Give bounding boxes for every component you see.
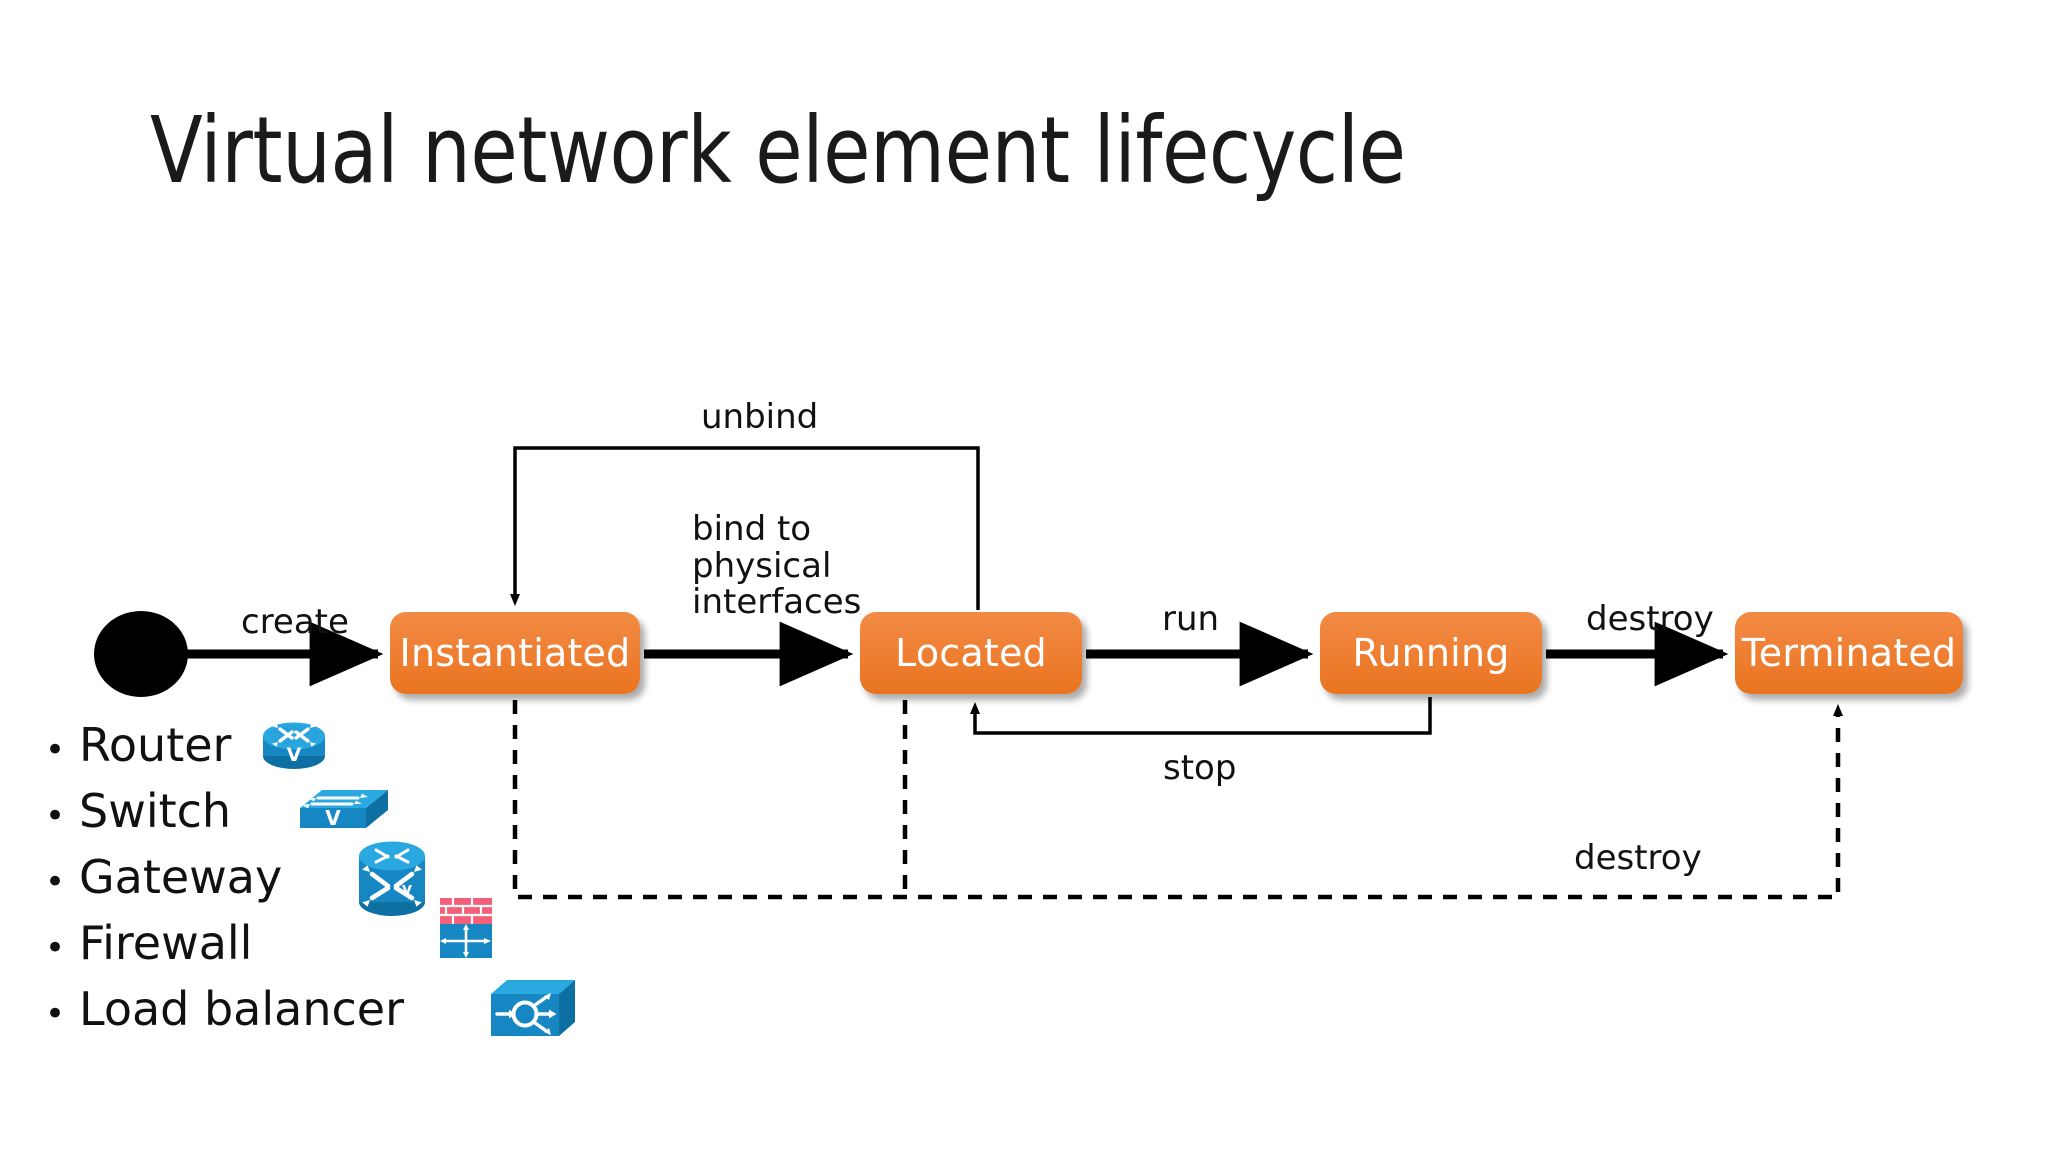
switch-icon: V	[300, 790, 388, 830]
svg-text:V: V	[325, 806, 341, 830]
firewall-icon	[440, 898, 492, 958]
state-running-label: Running	[1352, 631, 1510, 675]
bullet-label-firewall: Firewall	[79, 916, 253, 970]
edge-label-stop: stop	[1163, 748, 1237, 788]
svg-text:V: V	[287, 744, 302, 766]
router-icon: V	[263, 722, 325, 769]
page-title: Virtual network element lifecycle	[150, 97, 1406, 204]
edge-label-unbind: unbind	[701, 397, 819, 437]
list-item: • Gateway	[45, 850, 515, 916]
list-item: • Router	[45, 718, 515, 784]
list-item: • Firewall	[45, 916, 515, 982]
state-terminated-label: Terminated	[1741, 631, 1957, 675]
edge-label-destroy-top: destroy	[1586, 599, 1714, 639]
bullet-dot-icon: •	[45, 928, 66, 968]
list-item: • Switch	[45, 784, 515, 850]
list-item: • Load balancer	[45, 982, 515, 1048]
bullet-label-switch: Switch	[79, 784, 232, 838]
bullet-dot-icon: •	[45, 994, 66, 1034]
device-bullet-list: • Router • Switch • Gateway • Firewall •…	[45, 718, 515, 1048]
bullet-dot-icon: •	[45, 796, 66, 836]
state-running[interactable]: Running	[1320, 612, 1542, 694]
state-located-label: Located	[895, 631, 1047, 675]
svg-text:v: v	[402, 879, 413, 898]
edge-label-bind-line1: bind to	[692, 509, 812, 549]
bullet-label-gateway: Gateway	[79, 850, 283, 904]
state-instantiated-label: Instantiated	[399, 631, 631, 675]
bullet-dot-icon: •	[45, 862, 66, 902]
start-node	[94, 611, 188, 697]
state-located[interactable]: Located	[860, 612, 1082, 694]
bullet-dot-icon: •	[45, 730, 66, 770]
edge-label-bind: bind to physical interfaces	[692, 511, 932, 621]
edge-label-bind-line2: physical	[692, 545, 832, 586]
edge-label-bind-line3: interfaces	[692, 582, 862, 623]
edge-label-create: create	[241, 602, 349, 642]
edge-label-destroy-bottom: destroy	[1574, 838, 1702, 878]
load-balancer-icon	[491, 980, 575, 1036]
edge-unbind	[510, 446, 980, 610]
bullet-label-load-balancer: Load balancer	[79, 982, 404, 1036]
edge-destroy-dashed	[512, 700, 1843, 900]
edge-label-run: run	[1162, 599, 1220, 639]
bullet-label-router: Router	[79, 718, 232, 772]
edge-stop	[970, 697, 1432, 735]
state-instantiated[interactable]: Instantiated	[390, 612, 640, 694]
gateway-icon: v	[359, 841, 425, 916]
state-terminated[interactable]: Terminated	[1735, 612, 1963, 694]
